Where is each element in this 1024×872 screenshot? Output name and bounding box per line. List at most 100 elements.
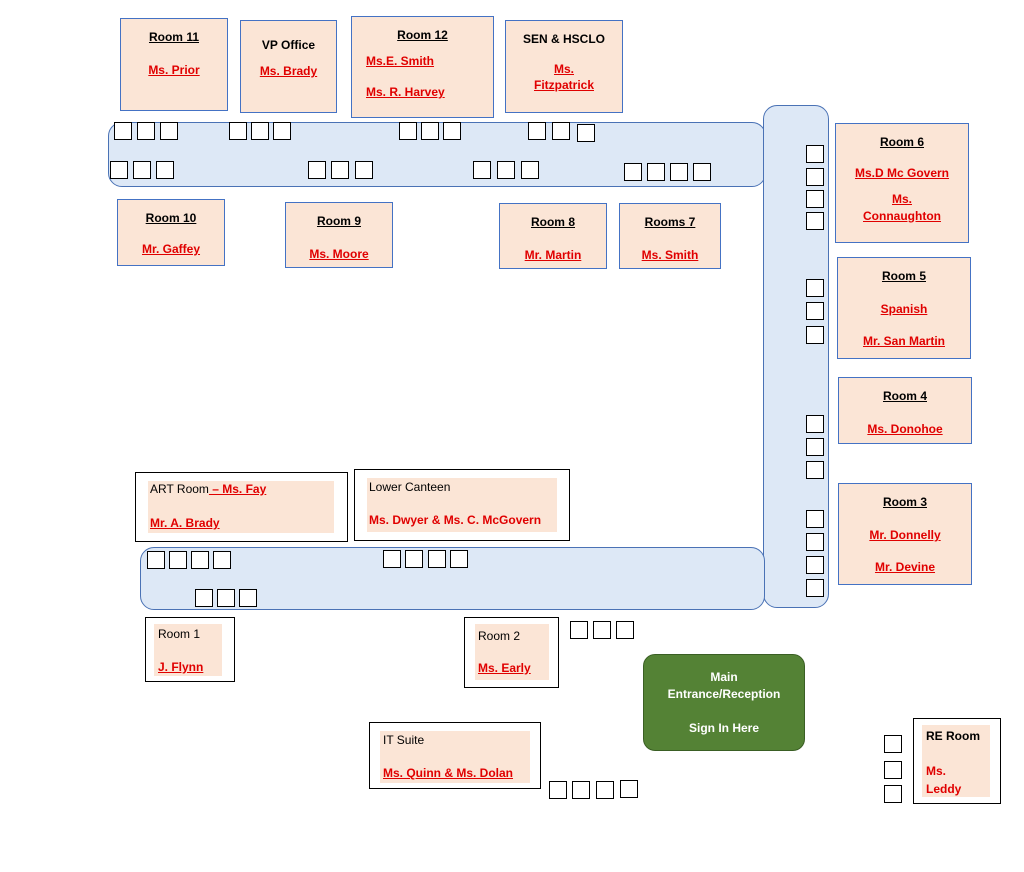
room-10[interactable]: Room 10 Mr. Gaffey bbox=[117, 199, 225, 266]
room-label: Room 2 bbox=[478, 629, 521, 643]
art-teacher-top: – Ms. Fay bbox=[208, 482, 267, 496]
room-2[interactable]: Room 2 Ms. Early bbox=[464, 617, 559, 688]
art-room[interactable]: ART Room – Ms. Fay Mr. A. Brady bbox=[135, 472, 348, 542]
locker-icon bbox=[570, 621, 588, 639]
teacher-name: Fitzpatrick bbox=[533, 78, 594, 93]
locker-icon bbox=[806, 461, 824, 479]
locker-icon bbox=[596, 781, 614, 799]
teacher-name: Ms. Brady bbox=[259, 64, 318, 79]
room-title: Room 9 bbox=[316, 214, 361, 228]
locker-icon bbox=[405, 550, 423, 568]
locker-icon bbox=[884, 785, 902, 803]
room-label: IT Suite bbox=[383, 733, 425, 747]
room2-fill bbox=[475, 624, 549, 680]
room-5[interactable]: Room 5 Spanish Mr. San Martin bbox=[837, 257, 971, 359]
room-label: Lower Canteen bbox=[369, 480, 451, 494]
entrance-line-2: Entrance/Reception bbox=[667, 687, 781, 702]
locker-icon bbox=[137, 122, 155, 140]
room-4[interactable]: Room 4 Ms. Donohoe bbox=[838, 377, 972, 444]
art-room-fill bbox=[148, 481, 334, 533]
locker-icon bbox=[670, 163, 688, 181]
locker-icon bbox=[497, 161, 515, 179]
teacher-name: Ms. Smith bbox=[641, 248, 699, 263]
teacher-name: Ms. bbox=[926, 764, 947, 778]
room-1[interactable]: Room 1 J. Flynn bbox=[145, 617, 235, 682]
sen-hsclo[interactable]: SEN & HSCLO Ms. Fitzpatrick bbox=[505, 20, 623, 113]
locker-icon bbox=[806, 556, 824, 574]
teacher-name: Mr. Devine bbox=[874, 560, 936, 575]
teacher-name: Ms.D Mc Govern bbox=[854, 166, 950, 181]
teacher-name: Ms. R. Harvey bbox=[366, 85, 445, 100]
lower-canteen[interactable]: Lower Canteen Ms. Dwyer & Ms. C. McGover… bbox=[354, 469, 570, 541]
locker-icon bbox=[577, 124, 595, 142]
teacher-name: Ms. Dwyer & Ms. C. McGovern bbox=[369, 513, 542, 527]
locker-icon bbox=[806, 190, 824, 208]
locker-icon bbox=[273, 122, 291, 140]
teacher-name: Ms. Early bbox=[478, 661, 531, 675]
locker-icon bbox=[884, 735, 902, 753]
main-entrance[interactable]: Main Entrance/Reception Sign In Here bbox=[643, 654, 805, 751]
locker-icon bbox=[213, 551, 231, 569]
locker-icon bbox=[806, 510, 824, 528]
locker-icon bbox=[383, 550, 401, 568]
locker-icon bbox=[624, 163, 642, 181]
locker-icon bbox=[195, 589, 213, 607]
locker-icon bbox=[593, 621, 611, 639]
locker-icon bbox=[421, 122, 439, 140]
teacher-name: J. Flynn bbox=[158, 660, 204, 674]
room-title: Room 3 bbox=[882, 495, 927, 509]
teacher-name: Ms. bbox=[891, 192, 912, 207]
room-title: Room 5 bbox=[881, 269, 926, 283]
locker-icon bbox=[528, 122, 546, 140]
room-label: RE Room bbox=[926, 729, 980, 743]
locker-icon bbox=[806, 415, 824, 433]
locker-icon bbox=[521, 161, 539, 179]
room-12[interactable]: Room 12 Ms.E. Smith Ms. R. Harvey bbox=[351, 16, 494, 118]
teacher-name: Ms.E. Smith bbox=[366, 54, 435, 69]
room-title: Room 12 bbox=[397, 28, 448, 42]
locker-icon bbox=[133, 161, 151, 179]
room-title: Room 11 bbox=[148, 30, 199, 44]
room-title: Room 4 bbox=[882, 389, 927, 403]
locker-icon bbox=[450, 550, 468, 568]
room-title: Room 8 bbox=[530, 215, 575, 229]
room-title: VP Office bbox=[261, 38, 316, 52]
locker-icon bbox=[355, 161, 373, 179]
room-title: SEN & HSCLO bbox=[522, 32, 605, 46]
room-6[interactable]: Room 6 Ms.D Mc Govern Ms. Connaughton bbox=[835, 123, 969, 243]
room-label: ART Room – Ms. Fay bbox=[150, 482, 266, 496]
locker-icon bbox=[884, 761, 902, 779]
room-7[interactable]: Rooms 7 Ms. Smith bbox=[619, 203, 721, 269]
locker-icon bbox=[114, 122, 132, 140]
vp-office[interactable]: VP Office Ms. Brady bbox=[240, 20, 337, 113]
teacher-name: Leddy bbox=[926, 782, 962, 796]
room-label-text: ART Room bbox=[150, 482, 209, 496]
room-label: Room 1 bbox=[158, 627, 201, 641]
locker-icon bbox=[549, 781, 567, 799]
locker-icon bbox=[239, 589, 257, 607]
locker-icon bbox=[308, 161, 326, 179]
teacher-name: Mr. A. Brady bbox=[150, 516, 220, 530]
room-11[interactable]: Room 11 Ms. Prior bbox=[120, 18, 228, 111]
locker-icon bbox=[147, 551, 165, 569]
teacher-name: Ms. bbox=[553, 62, 574, 77]
locker-icon bbox=[251, 122, 269, 140]
room-9[interactable]: Room 9 Ms. Moore bbox=[285, 202, 393, 268]
locker-icon bbox=[572, 781, 590, 799]
locker-icon bbox=[806, 168, 824, 186]
re-room[interactable]: RE Room Ms. Leddy bbox=[913, 718, 1001, 804]
room-3[interactable]: Room 3 Mr. Donnelly Mr. Devine bbox=[838, 483, 972, 585]
teacher-name: Mr. San Martin bbox=[862, 334, 945, 349]
locker-icon bbox=[620, 780, 638, 798]
locker-icon bbox=[806, 212, 824, 230]
teacher-name: Ms. Prior bbox=[148, 63, 200, 78]
locker-icon bbox=[806, 326, 824, 344]
locker-icon bbox=[191, 551, 209, 569]
room-8[interactable]: Room 8 Mr. Martin bbox=[499, 203, 607, 269]
locker-icon bbox=[647, 163, 665, 181]
it-fill bbox=[380, 731, 530, 783]
it-suite[interactable]: IT Suite Ms. Quinn & Ms. Dolan bbox=[369, 722, 541, 789]
locker-icon bbox=[217, 589, 235, 607]
room-title: Room 6 bbox=[879, 135, 924, 149]
locker-icon bbox=[160, 122, 178, 140]
